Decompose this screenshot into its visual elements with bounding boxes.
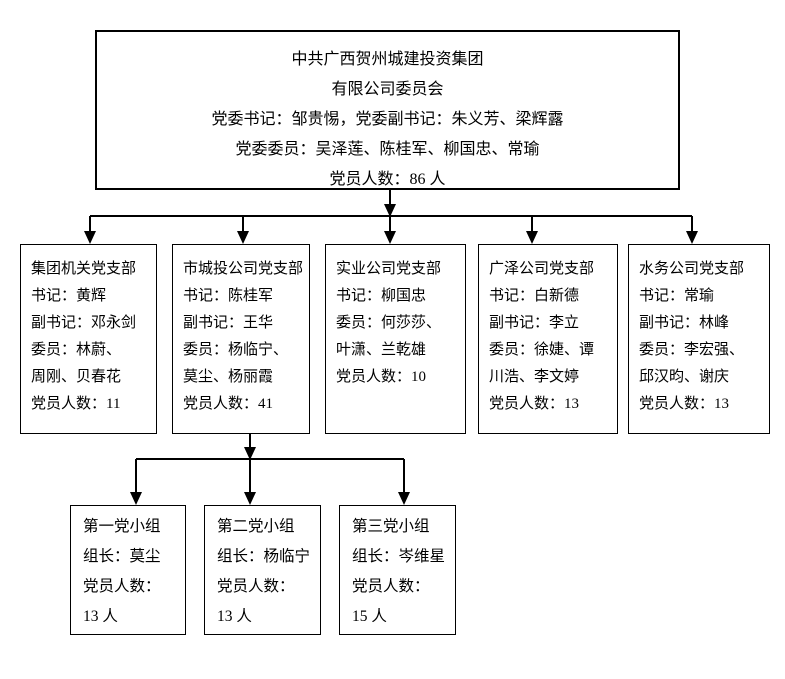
branch-line: 副书记：邓永剑 xyxy=(31,315,137,331)
branch-box-jituan-jiguan: 集团机关党支部 书记：黄辉 副书记：邓永剑 委员：林蔚、 周刚、贝春花 党员人数… xyxy=(20,244,157,434)
branch-title: 广泽公司党支部 xyxy=(489,261,595,277)
branch-member-count: 党员人数：10 xyxy=(336,369,427,385)
org-name-line-1: 中共广西贺州城建投资集团 xyxy=(291,51,484,68)
group-title: 第二党小组 xyxy=(217,518,295,535)
group-count-label: 党员人数： xyxy=(352,578,430,595)
branch-line: 委员：林蔚、 xyxy=(31,342,122,358)
branch-line: 书记：白新德 xyxy=(489,288,580,304)
branch-title: 市城投公司党支部 xyxy=(183,261,304,277)
member-count-line: 党员人数：86 人 xyxy=(329,171,446,188)
branch-title: 实业公司党支部 xyxy=(336,261,442,277)
branch-member-count: 党员人数：13 xyxy=(489,396,580,412)
branch-box-shuiwu: 水务公司党支部 书记：常瑜 副书记：林峰 委员：李宏强、 邱汉昀、谢庆 党员人数… xyxy=(628,244,770,434)
committee-members-line: 党委委员：吴泽莲、陈桂军、柳国忠、常瑜 xyxy=(235,141,540,158)
branch-title: 集团机关党支部 xyxy=(31,261,137,277)
branch-line: 副书记：林峰 xyxy=(639,315,730,331)
group-box-second: 第二党小组 组长：杨临宁 党员人数： 13 人 xyxy=(204,505,321,635)
branch-line: 叶潇、兰乾雄 xyxy=(336,342,427,358)
branch-line: 书记：陈桂军 xyxy=(183,288,274,304)
branch-line: 川浩、李文婷 xyxy=(489,369,580,385)
branch-title: 水务公司党支部 xyxy=(639,261,745,277)
group-count-value: 15 人 xyxy=(352,608,387,625)
group-leader-line: 组长：莫尘 xyxy=(83,548,161,565)
group-count-label: 党员人数： xyxy=(217,578,295,595)
secretary-line: 党委书记：邹贵惕，党委副书记：朱义芳、梁辉露 xyxy=(211,111,564,128)
branch-box-shichengtou: 市城投公司党支部 书记：陈桂军 副书记：王华 委员：杨临宁、 莫尘、杨丽霞 党员… xyxy=(172,244,310,434)
branch-line: 委员：何莎莎、 xyxy=(336,315,442,331)
branch-line: 委员：徐婕、谭 xyxy=(489,342,595,358)
branch-member-count: 党员人数：41 xyxy=(183,396,274,412)
branch-line: 莫尘、杨丽霞 xyxy=(183,369,274,385)
group-box-first: 第一党小组 组长：莫尘 党员人数： 13 人 xyxy=(70,505,186,635)
group-count-label: 党员人数： xyxy=(83,578,161,595)
branch-box-shiye: 实业公司党支部 书记：柳国忠 委员：何莎莎、 叶潇、兰乾雄 党员人数：10 xyxy=(325,244,466,434)
group-count-value: 13 人 xyxy=(83,608,118,625)
branch-line: 周刚、贝春花 xyxy=(31,369,122,385)
root-committee-box: 中共广西贺州城建投资集团 有限公司委员会 党委书记：邹贵惕，党委副书记：朱义芳、… xyxy=(95,30,680,190)
branch2-to-groups-connector xyxy=(130,434,410,505)
branch-line: 书记：黄辉 xyxy=(31,288,107,304)
org-name-line-2: 有限公司委员会 xyxy=(331,81,444,98)
branch-line: 副书记：李立 xyxy=(489,315,580,331)
branch-member-count: 党员人数：11 xyxy=(31,396,121,412)
branch-member-count: 党员人数：13 xyxy=(639,396,730,412)
root-to-branches-connector xyxy=(84,190,698,244)
branch-line: 书记：常瑜 xyxy=(639,288,715,304)
group-box-third: 第三党小组 组长：岑维星 党员人数： 15 人 xyxy=(339,505,456,635)
branch-line: 副书记：王华 xyxy=(183,315,274,331)
branch-line: 邱汉昀、谢庆 xyxy=(639,369,730,385)
group-count-value: 13 人 xyxy=(217,608,252,625)
group-leader-line: 组长：岑维星 xyxy=(352,548,446,565)
branch-line: 委员：杨临宁、 xyxy=(183,342,289,358)
branch-box-guangze: 广泽公司党支部 书记：白新德 副书记：李立 委员：徐婕、谭 川浩、李文婷 党员人… xyxy=(478,244,618,434)
branch-line: 书记：柳国忠 xyxy=(336,288,427,304)
group-title: 第一党小组 xyxy=(83,518,161,535)
group-title: 第三党小组 xyxy=(352,518,430,535)
branch-line: 委员：李宏强、 xyxy=(639,342,745,358)
group-leader-line: 组长：杨临宁 xyxy=(217,548,311,565)
